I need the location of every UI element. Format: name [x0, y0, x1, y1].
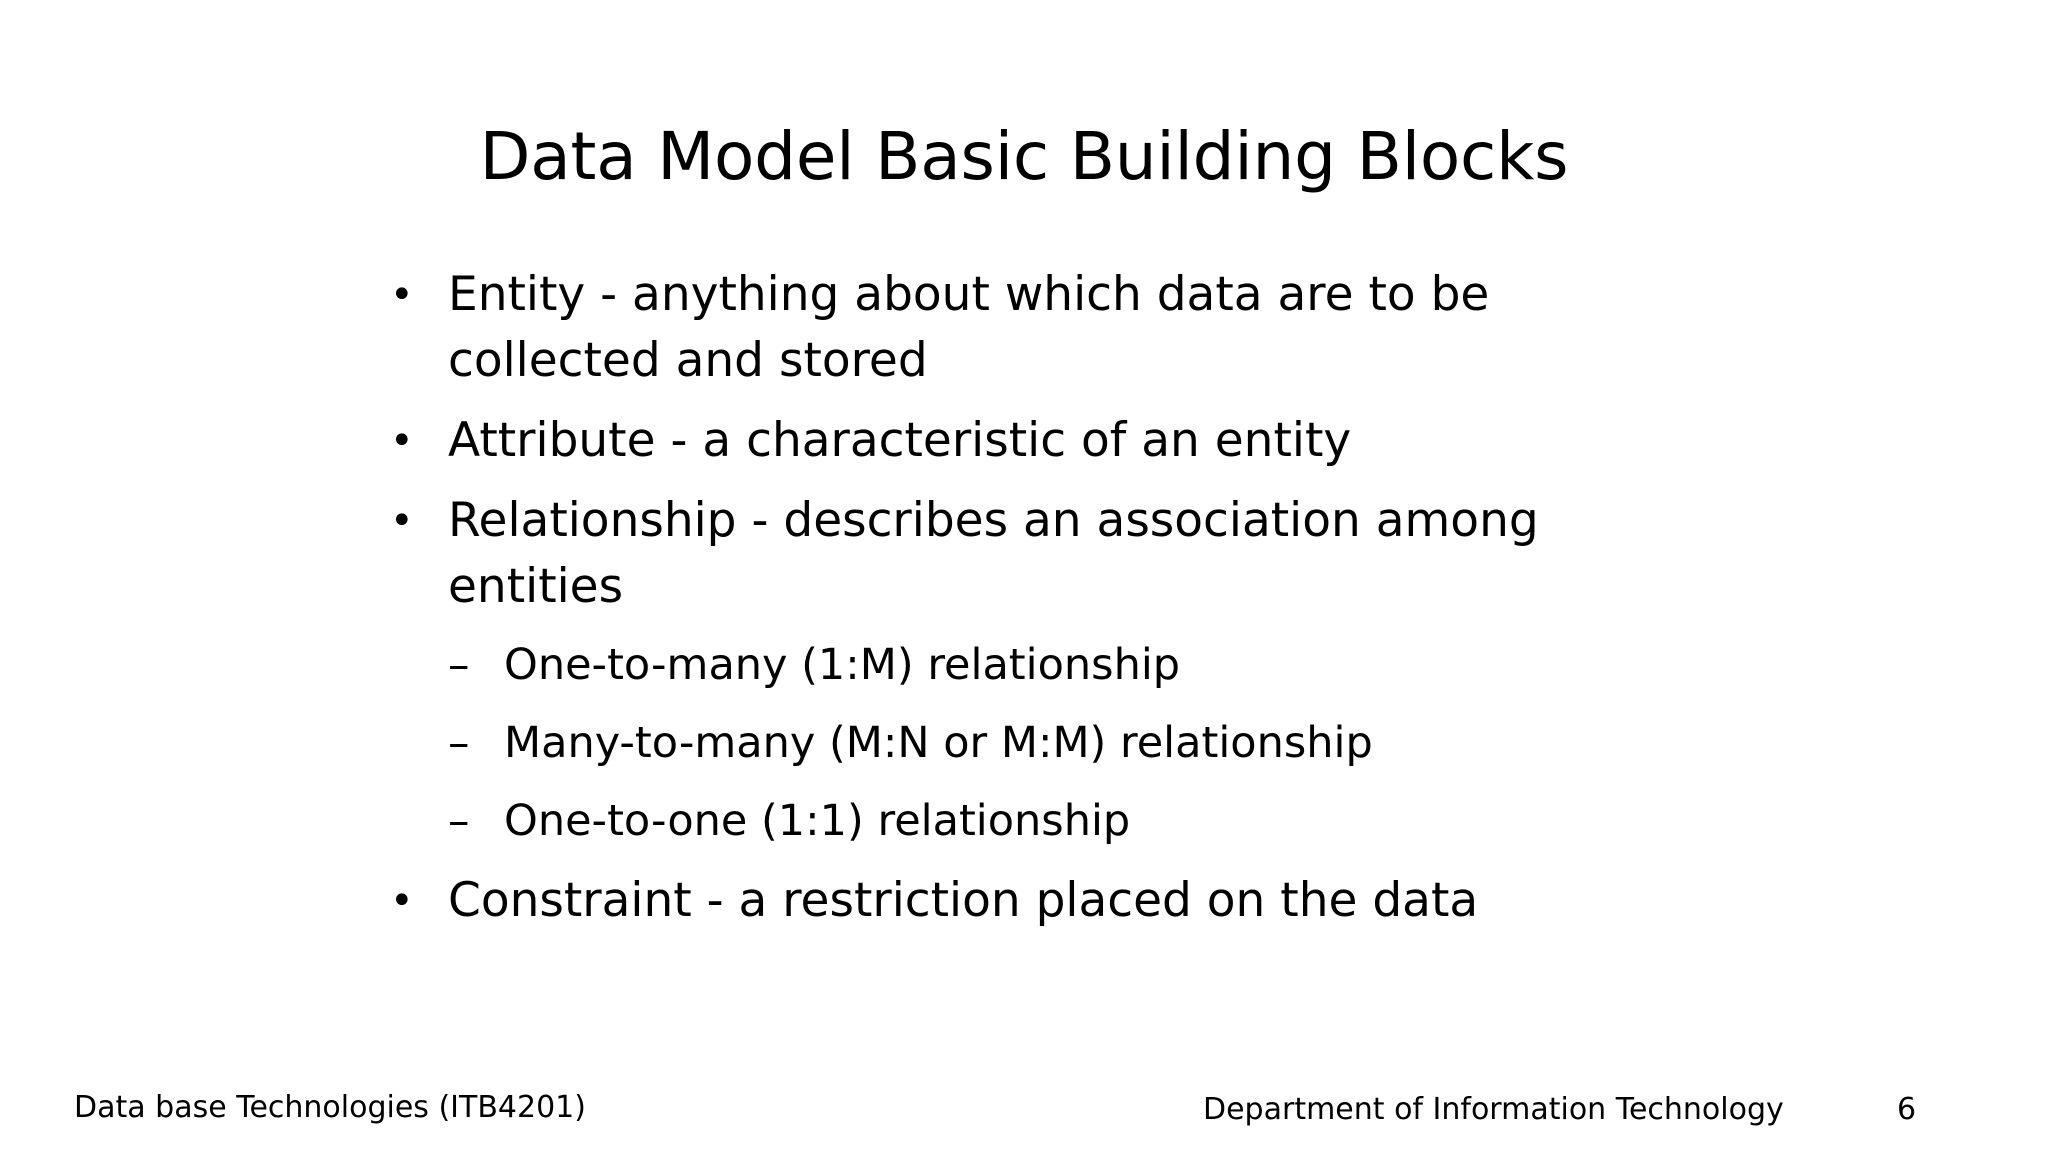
sub-list-item: – One-to-many (1:M) relationship	[376, 634, 1796, 696]
list-item-label: Constraint - a restriction placed on the…	[448, 873, 1479, 928]
bullet-dot-icon: •	[390, 498, 414, 544]
bullet-dash-icon: –	[448, 796, 470, 846]
sub-list-item: – Many-to-many (M:N or M:M) relationship	[376, 712, 1796, 774]
bullet-dot-icon: •	[390, 272, 414, 318]
list-item: • Constraint - a restriction placed on t…	[376, 868, 1796, 934]
bullet-dot-icon: •	[390, 878, 414, 924]
bullet-dash-icon: –	[448, 640, 470, 690]
list-item-label: Relationship - describes an association …	[448, 493, 1539, 614]
sub-list-item-label: One-to-many (1:M) relationship	[504, 640, 1181, 690]
list-item: • Relationship - describes an associatio…	[376, 488, 1796, 620]
bullet-dot-icon: •	[390, 418, 414, 464]
footer-course-label: Data base Technologies (ITB4201)	[74, 1090, 586, 1125]
slide-number: 6	[1897, 1092, 1917, 1127]
sub-list-item: – One-to-one (1:1) relationship	[376, 790, 1796, 852]
sub-list-item-label: Many-to-many (M:N or M:M) relationship	[504, 718, 1373, 768]
list-item: • Attribute - a characteristic of an ent…	[376, 408, 1796, 474]
footer-department-label: Department of Information Technology	[1203, 1092, 1784, 1127]
list-item: • Entity - anything about which data are…	[376, 262, 1796, 394]
page-title: Data Model Basic Building Blocks	[479, 118, 1569, 195]
slide-body-content: • Entity - anything about which data are…	[376, 262, 1796, 948]
list-item-label: Entity - anything about which data are t…	[448, 267, 1490, 388]
sub-list-item-label: One-to-one (1:1) relationship	[504, 796, 1131, 846]
bullet-dash-icon: –	[448, 718, 470, 768]
sub-list: – One-to-many (1:M) relationship – Many-…	[376, 634, 1796, 852]
list-item-label: Attribute - a characteristic of an entit…	[448, 413, 1352, 468]
